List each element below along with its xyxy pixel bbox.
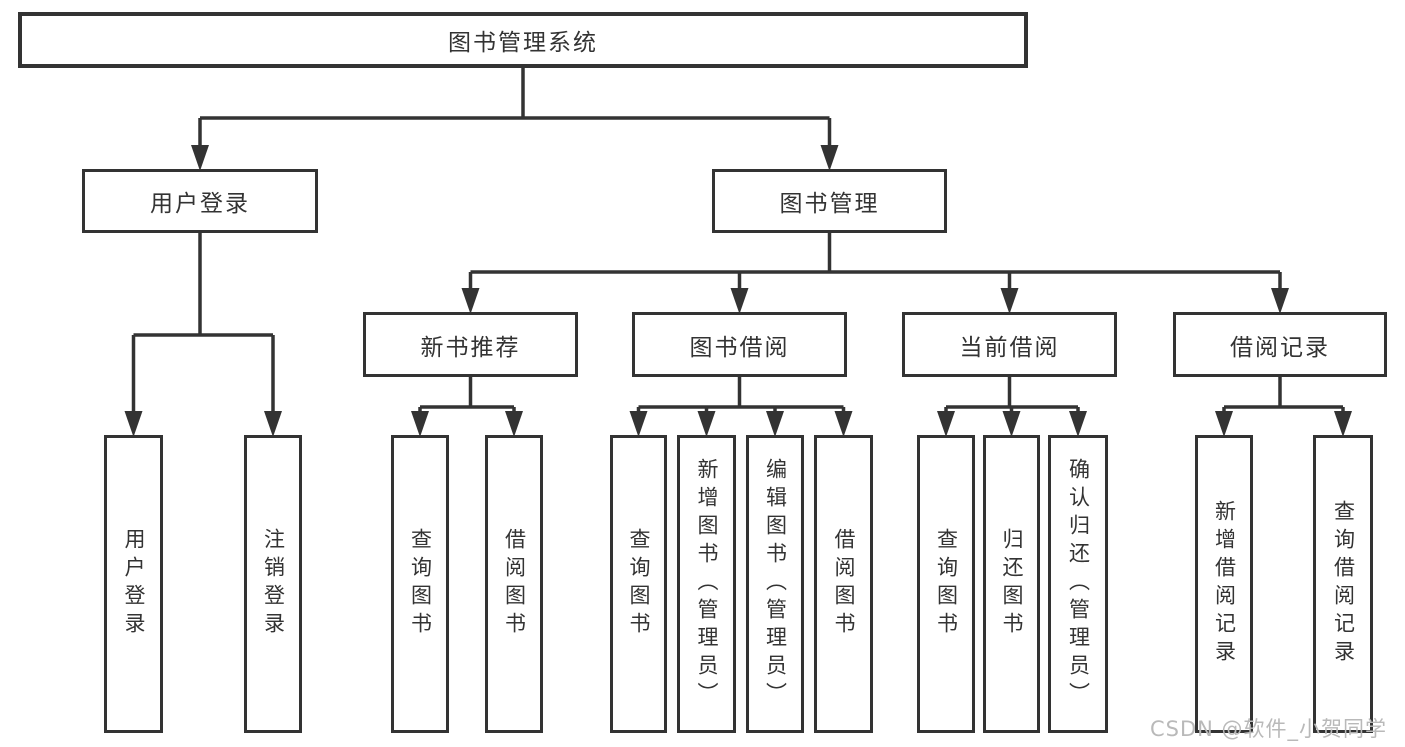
- node-label: 图书借阅: [689, 334, 790, 361]
- leaf-logout: 注销登录: [244, 435, 302, 733]
- csdn-watermark: CSDN @软件_小贺同学: [1150, 717, 1388, 741]
- leaf-return-books: 归还图书: [983, 435, 1040, 733]
- leaf-query-books-borrowing: 查询图书: [610, 435, 667, 733]
- node-label: 查询图书: [934, 528, 959, 640]
- leaf-add-books-admin: 新增图书（管理员）: [677, 435, 736, 733]
- node-label: 查询借阅记录: [1331, 500, 1356, 668]
- node-label: 新增图书（管理员）: [695, 458, 719, 710]
- node-label: 新增借阅记录: [1212, 500, 1237, 668]
- node-label: 借阅图书: [502, 528, 527, 640]
- leaf-edit-books-admin: 编辑图书（管理员）: [746, 435, 804, 733]
- leaf-query-borrow-record: 查询借阅记录: [1313, 435, 1373, 733]
- node-label: 借阅图书: [832, 528, 856, 640]
- node-book-borrowing: 图书借阅: [632, 312, 847, 377]
- node-label: 编辑图书（管理员）: [763, 458, 788, 710]
- node-label: 确认归还（管理员）: [1066, 458, 1091, 710]
- leaf-user-login: 用户登录: [104, 435, 163, 733]
- node-label: 图书管理系统: [448, 30, 598, 56]
- node-label: 借阅记录: [1230, 334, 1330, 361]
- node-borrowing-records: 借阅记录: [1173, 312, 1387, 377]
- node-label: 新书推荐: [420, 334, 521, 361]
- leaf-borrow-books-borrowing: 借阅图书: [814, 435, 873, 733]
- leaf-borrow-books-recommend: 借阅图书: [485, 435, 543, 733]
- node-label: 用户登录: [150, 191, 250, 217]
- node-label: 图书管理: [779, 191, 880, 217]
- leaf-query-books-current: 查询图书: [917, 435, 975, 733]
- node-new-book-recommendation: 新书推荐: [363, 312, 578, 377]
- node-label: 用户登录: [122, 528, 146, 640]
- leaf-add-borrow-record: 新增借阅记录: [1195, 435, 1253, 733]
- node-label: 查询图书: [627, 528, 651, 640]
- leaf-confirm-return-admin: 确认归还（管理员）: [1048, 435, 1108, 733]
- node-library-management-system: 图书管理系统: [18, 12, 1028, 68]
- node-user-login: 用户登录: [82, 169, 318, 233]
- node-label: 当前借阅: [959, 334, 1060, 361]
- node-book-management: 图书管理: [712, 169, 947, 233]
- node-label: 查询图书: [408, 528, 433, 640]
- node-label: 归还图书: [1000, 528, 1024, 640]
- node-current-borrowing: 当前借阅: [902, 312, 1117, 377]
- node-label: 注销登录: [261, 528, 286, 640]
- leaf-query-books-recommend: 查询图书: [391, 435, 449, 733]
